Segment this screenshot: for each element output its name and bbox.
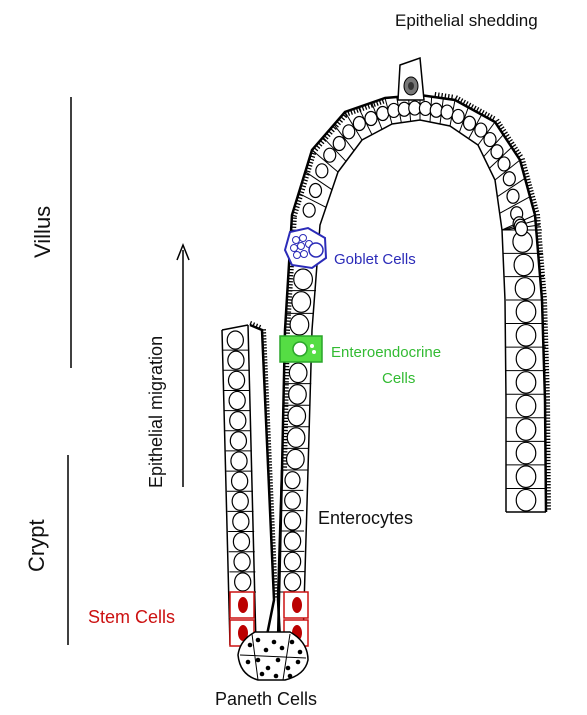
villus-right-cell — [506, 419, 546, 442]
villus-right-cell — [506, 348, 546, 371]
crypt-left-cell — [226, 432, 252, 451]
epithelial-migration-label: Epithelial migration — [146, 336, 166, 488]
crypt-left-cell — [227, 472, 253, 491]
paneth-cells — [238, 632, 308, 680]
villus-right-cell — [506, 442, 546, 465]
enteroendocrine-label-line1: Enteroendocrine — [331, 344, 441, 361]
villus-right-cell — [506, 395, 546, 418]
crypt-right-cell — [280, 573, 305, 592]
crypt-right-cell — [281, 512, 304, 531]
enteroendocrine-label-line2: Cells — [382, 370, 415, 387]
crypt-left-cell — [224, 391, 250, 410]
villus-right-cell — [506, 301, 546, 324]
crypt-left-cell — [229, 533, 255, 552]
epithelial-shedding-label: Epithelial shedding — [395, 11, 538, 30]
crypt-left-cell — [230, 573, 256, 592]
crypt-left-cell — [223, 331, 249, 350]
villus-right-cell — [506, 466, 546, 489]
crypt-left-cell — [228, 492, 254, 511]
crypt-top-cap — [222, 325, 248, 330]
crypt-right-cell — [280, 552, 304, 571]
crypt-left-cell — [226, 452, 252, 471]
villus-right-cell — [506, 489, 546, 512]
goblet-cell — [285, 228, 326, 268]
goblet-cells-label: Goblet Cells — [334, 251, 416, 268]
crypt-right-cell — [281, 492, 303, 511]
crypt-right-cell — [282, 472, 304, 491]
crypt-label: Crypt — [24, 519, 49, 572]
villus-right-cell — [506, 372, 546, 395]
villus-right-cell — [506, 278, 545, 300]
crypt-left-cell — [228, 512, 254, 531]
enterocytes-label: Enterocytes — [318, 508, 413, 528]
crypt-left-cell — [225, 412, 251, 431]
enteroendocrine-cell — [280, 336, 322, 362]
stem-cells-label: Stem Cells — [88, 607, 175, 627]
crypt-right-cell — [281, 532, 305, 551]
villus-right-cell — [506, 325, 546, 348]
paneth-cells-label: Paneth Cells — [215, 689, 317, 709]
crypt-left-cell — [223, 351, 249, 370]
shedding-cell — [398, 58, 424, 100]
crypt-left-cell — [229, 553, 255, 572]
crypt-left-cell — [224, 371, 250, 390]
villus-label: Villus — [30, 206, 55, 258]
crypt-right-lumen-edge — [278, 470, 282, 640]
